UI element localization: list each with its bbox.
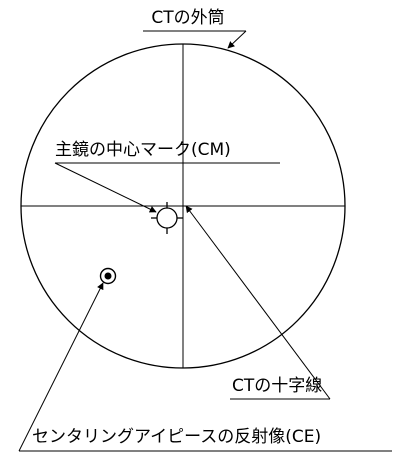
- label-outer-tube: CTの外筒: [151, 8, 224, 28]
- leader-mirror-center-mark: [54, 162, 157, 213]
- eyepiece-reflection-dot: [104, 272, 112, 280]
- mirror-center-mark: [156, 207, 178, 229]
- leader-eyepiece-reflection: [18, 282, 104, 452]
- leader-crosshair: [185, 205, 331, 400]
- label-eyepiece-reflection: センタリングアイピースの反射像(CE): [32, 427, 321, 447]
- leader-outer-tube: [227, 30, 247, 49]
- label-crosshair: CTの十字線: [232, 376, 322, 396]
- label-mirror-center-mark: 主鏡の中心マーク(CM): [55, 140, 231, 160]
